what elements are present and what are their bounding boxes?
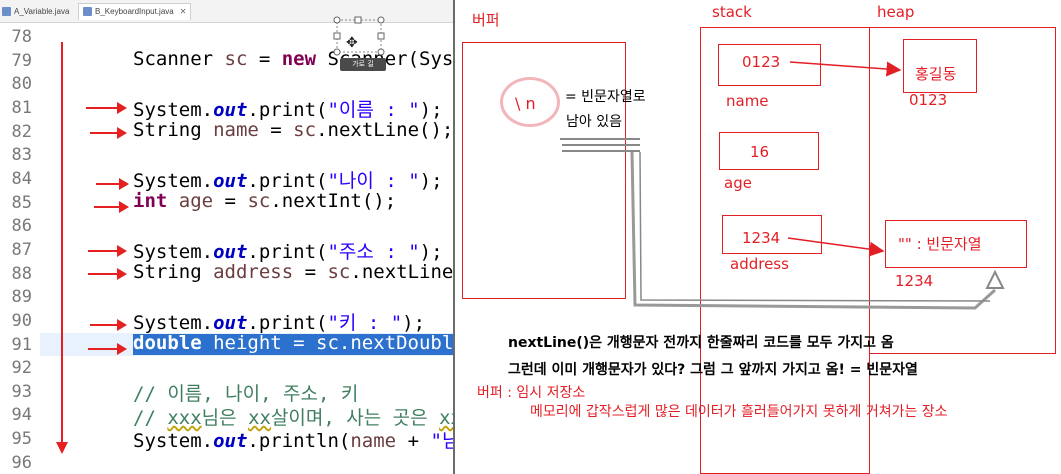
code-line-88[interactable]: String address = sc.nextLine [133,261,453,283]
stack-var-name: age [724,174,752,192]
line-number: 85 [11,193,32,213]
buffer-box [462,42,626,299]
tab-a-variable[interactable]: A_Variable.java [2,4,69,20]
line-number: 96 [11,453,32,473]
line-number: 84 [11,169,32,189]
code-line-91-selected[interactable]: double height = sc.nextDoubl [133,332,453,354]
arrow-line-90 [90,319,127,331]
text-selection [133,334,453,355]
arrow-line-88 [88,268,127,280]
line-number: 88 [11,264,32,284]
line-number: 93 [11,382,32,402]
heap-object-value: 홍길동 [915,65,957,83]
move-cursor-icon: ✥ [346,35,358,51]
stack-var-name: name [726,92,769,110]
code-editor[interactable]: A_Variable.java B_KeyboardInput.java✕ 78… [0,0,453,474]
line-number: 79 [11,51,32,71]
line-number: 86 [11,216,32,236]
line-number: 90 [11,311,32,331]
heap-object-address: 0123 [909,91,948,109]
buffer-definition-title: 버퍼 : 임시 저장소 [477,385,586,401]
code-line-90[interactable]: System.out.print("키 : "); [133,312,426,334]
code-line-85[interactable]: int age = sc.nextInt(); [133,190,397,212]
heap-object-box [903,39,977,93]
flow-arrowhead-down [56,442,68,454]
stack-label: stack [712,3,752,21]
arrow-line-82 [90,127,127,139]
explanation-line-2: 그런데 이미 개행문자가 있다? 그럼 그 앞까지 가지고 옴! = 빈문자열 [508,362,918,378]
java-file-icon [83,7,92,17]
flow-line [61,42,63,444]
line-number: 80 [11,74,32,94]
line-number: 78 [11,27,32,47]
arrow-line-91 [88,343,127,355]
arrow-line-81 [86,102,127,114]
stack-var-value: 16 [750,143,770,161]
heap-label: heap [877,3,915,21]
buffer-note-1: = 빈문자열로 [565,89,646,105]
arrow-line-85 [94,201,129,213]
line-number: 95 [11,429,32,449]
arrow-line-84 [96,178,129,190]
line-number: 81 [11,98,32,118]
code-line-81[interactable]: System.out.print("이름 : "); [133,99,443,121]
code-line-93-comment[interactable]: // 이름, 나이, 주소, 키 [133,383,359,405]
line-number: 82 [11,122,32,142]
arrow-line-87 [88,245,127,257]
line-number: 91 [11,335,32,355]
code-line-94-comment[interactable]: // xxx님은 xx살이며, 사는 곳은 xxxx [133,407,453,429]
heap-object-value: "" : 빈문자열 [898,235,982,253]
line-number: 89 [11,287,32,307]
code-line-79[interactable]: Scanner sc = new Scanner(Sys [133,48,453,70]
line-number: 83 [11,145,32,165]
java-file-icon [2,7,11,17]
line-number: 94 [11,405,32,425]
line-number: 92 [11,358,32,378]
stack-var-name: address [730,255,789,273]
explanation-line-1: nextLine()은 개행문자 전까지 한줄짜리 코드를 모두 가지고 옴 [508,335,894,351]
code-line-82[interactable]: String name = sc.nextLine(); [133,119,453,141]
buffer-newline-highlight [500,77,560,127]
editor-tab-bar: A_Variable.java B_KeyboardInput.java✕ [0,0,453,23]
close-tab-icon[interactable]: ✕ [179,7,187,16]
code-line-84[interactable]: System.out.print("나이 : "); [133,170,443,192]
buffer-note-2: 남아 있음 [566,114,622,130]
pane-divider[interactable] [453,0,455,474]
stack-var-value: 0123 [742,53,781,71]
tab-b-keyboard-input[interactable]: B_KeyboardInput.java✕ [78,3,192,20]
buffer-label: 버퍼 [472,11,500,29]
line-number: 87 [11,240,32,260]
code-line-95[interactable]: System.out.println(name + "님 [133,430,453,452]
tooltip: 가로 길 [340,58,386,71]
code-line-87[interactable]: System.out.print("주소 : "); [133,241,443,263]
heap-object-address: 1234 [895,272,934,290]
buffer-definition-detail: 메모리에 갑작스럽게 많은 데이터가 흘러들어가지 못하게 거쳐가는 장소 [530,404,948,420]
resize-handles[interactable] [333,16,385,56]
buffer-content: \ n [515,94,536,113]
stack-var-value: 1234 [742,229,781,247]
